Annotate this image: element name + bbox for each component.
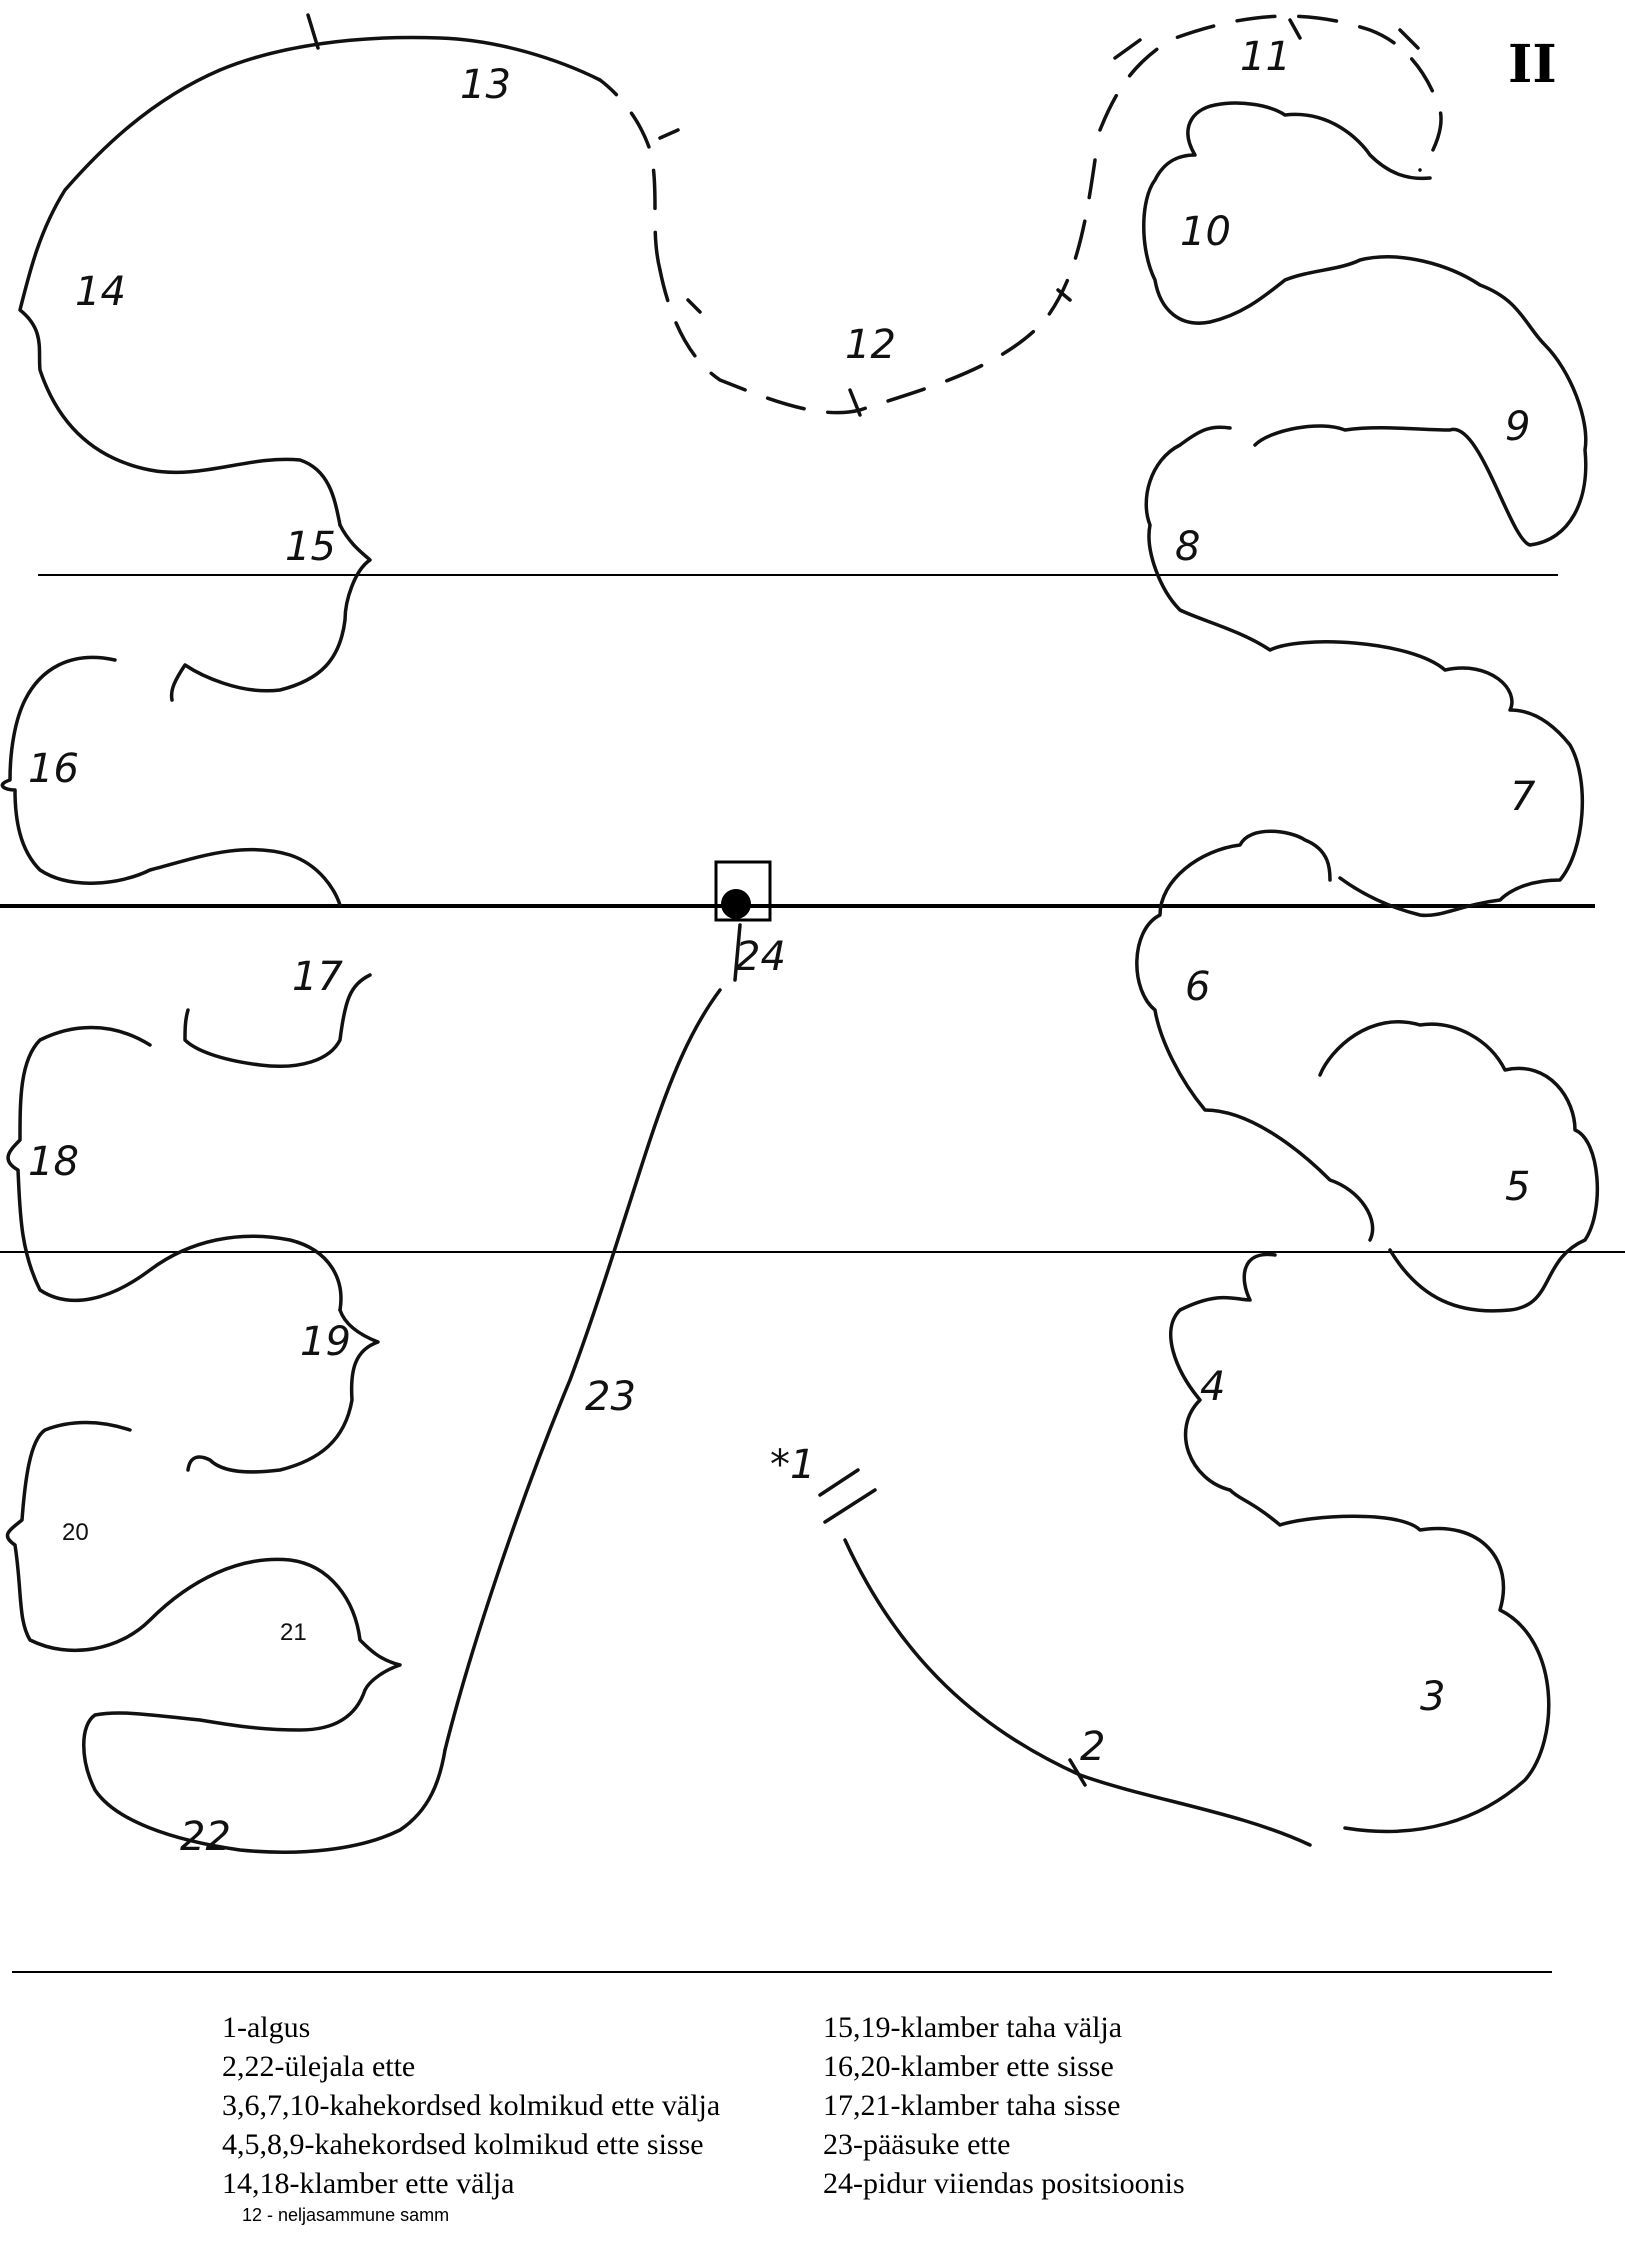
legend-item: 4,5,8,9-kahekordsed kolmikud ette sisse xyxy=(222,2128,704,2161)
legend-item: 15,19-klamber taha välja xyxy=(823,2011,1123,2044)
label-10: 10 xyxy=(1180,209,1231,255)
label-8: 8 xyxy=(1175,524,1200,570)
trace-19 xyxy=(186,1308,380,1474)
label-17: 17 xyxy=(292,954,343,1000)
label-15: 15 xyxy=(285,524,336,570)
legend-item: 1-algus xyxy=(222,2011,311,2044)
sheet-number: II xyxy=(1508,34,1557,95)
legend-item: 3,6,7,10-kahekordsed kolmikud ette välja xyxy=(222,2089,721,2122)
label-18: 18 xyxy=(28,1139,79,1185)
label-23: 23 xyxy=(585,1374,636,1420)
trace-12-ticks xyxy=(848,288,1072,417)
label-13: 13 xyxy=(460,62,511,108)
trace-23 xyxy=(443,988,722,1752)
trace-1-start xyxy=(818,1468,877,1524)
trace-18 xyxy=(6,1025,343,1312)
label-11: 11 xyxy=(1240,34,1291,80)
trace-11-ticks xyxy=(1113,18,1420,60)
trace-11 xyxy=(1098,14,1443,172)
brake-box xyxy=(714,860,772,922)
label-24: 24 xyxy=(735,934,786,980)
label-5: 5 xyxy=(1505,1164,1530,1210)
trace-2 xyxy=(843,1538,1312,1847)
legend-item: 17,21-klamber taha sisse xyxy=(823,2089,1121,2122)
trace-5-lobe xyxy=(1318,1020,1600,1313)
legend-item: 2,22-ülejala ette xyxy=(222,2050,416,2083)
trace-13-dashed xyxy=(598,78,662,272)
label-20: 20 xyxy=(62,1519,89,1546)
legend: 1-algus 2,22-ülejala ette 3,6,7,10-kahek… xyxy=(0,2000,1625,2249)
label-16: 16 xyxy=(28,746,79,792)
legend-item: 14,18-klamber ette välja xyxy=(222,2167,515,2200)
trace-7-lobe xyxy=(1144,425,1585,918)
legend-item: 24-pidur viiendas positsioonis xyxy=(823,2167,1185,2200)
brake-dot xyxy=(721,889,751,919)
label-3: 3 xyxy=(1420,1674,1445,1720)
trace-15 xyxy=(169,523,372,702)
label-9: 9 xyxy=(1505,404,1530,450)
label-22: 22 xyxy=(180,1814,231,1860)
legend-right-column: 15,19-klamber taha välja 16,20-klamber e… xyxy=(823,2008,1185,2203)
label-2: 2 xyxy=(1080,1724,1105,1770)
label-7: 7 xyxy=(1510,774,1536,820)
legend-item: 23-pääsuke ette xyxy=(823,2128,1011,2161)
label-4: 4 xyxy=(1200,1364,1225,1410)
trace-24 xyxy=(733,923,742,982)
label-12: 12 xyxy=(845,322,896,368)
trace-12 xyxy=(658,158,1097,415)
trace-2-tick xyxy=(1068,1758,1087,1787)
legend-item: 16,20-klamber ette sisse xyxy=(823,2050,1114,2083)
trace-3-4-lobes xyxy=(1169,1252,1551,1834)
legend-left-column: 1-algus 2,22-ülejala ette 3,6,7,10-kahek… xyxy=(222,2008,720,2227)
trace-13-tick xyxy=(306,13,320,50)
trace-16 xyxy=(0,655,342,907)
label-19: 19 xyxy=(300,1319,351,1365)
label-21: 21 xyxy=(280,1619,307,1646)
label-14: 14 xyxy=(75,269,126,315)
label-1: *1 xyxy=(770,1442,815,1488)
trace-13-ticks xyxy=(658,128,702,314)
label-6: 6 xyxy=(1185,964,1210,1010)
trace-8-9-lobes xyxy=(1142,101,1588,547)
trace-20 xyxy=(5,1420,447,1854)
legend-note: 12 - neljasammune samm xyxy=(242,2205,450,2225)
trace-17 xyxy=(183,973,372,1068)
trace-6-lobe xyxy=(1135,829,1375,1242)
trace-13-14 xyxy=(18,35,602,527)
